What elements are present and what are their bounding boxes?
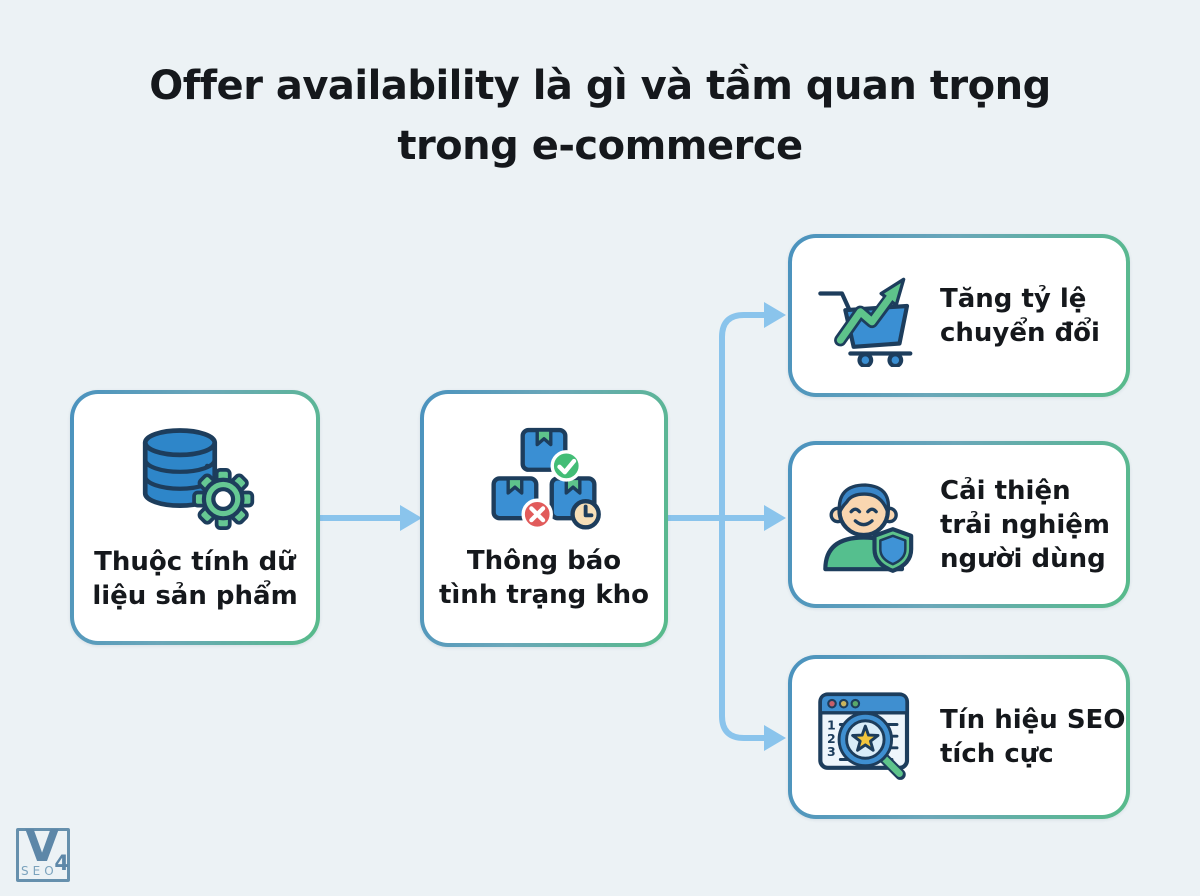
node-label: Thông báo tình trạng kho bbox=[439, 544, 649, 612]
logo-letter: V bbox=[25, 821, 60, 872]
node-label-line: Thông báo bbox=[466, 546, 622, 576]
page-title: Offer availability là gì và tầm quan trọ… bbox=[0, 56, 1200, 176]
node-label: Thuộc tính dữ liệu sản phẩm bbox=[92, 545, 297, 613]
node-label-line: chuyển đổi bbox=[940, 317, 1100, 348]
node-label-line: Cải thiện bbox=[940, 475, 1071, 506]
node-label-line: Thuộc tính dữ bbox=[94, 547, 296, 577]
node-seo-signal: 1 2 3 Tín hiệu SEO tích cực bbox=[788, 655, 1130, 819]
arrow-branch-up bbox=[719, 312, 767, 519]
gear bbox=[192, 468, 255, 531]
svg-text:1: 1 bbox=[827, 718, 836, 733]
svg-text:2: 2 bbox=[827, 731, 836, 746]
node-label-line: liệu sản phẩm bbox=[92, 581, 298, 611]
node-label-line: Tín hiệu SEO bbox=[940, 705, 1126, 735]
node-product-data-attributes: Thuộc tính dữ liệu sản phẩm bbox=[70, 390, 320, 645]
cart-growth-icon bbox=[818, 277, 913, 367]
node-label-line: trải nghiệm bbox=[940, 509, 1111, 540]
node-user-experience: Cải thiện trải nghiệm người dùng bbox=[788, 441, 1130, 608]
node-label: Tăng tỷ lệ chuyển đổi bbox=[940, 282, 1100, 350]
node-label-line: người dùng bbox=[940, 543, 1106, 574]
logo-word: SEO bbox=[21, 864, 58, 878]
arrowhead-2 bbox=[764, 505, 786, 531]
node-label-line: tích cực bbox=[940, 739, 1054, 769]
arrowhead-3 bbox=[764, 302, 786, 328]
node-label: Cải thiện trải nghiệm người dùng bbox=[940, 474, 1110, 576]
database-gear-icon bbox=[142, 428, 255, 531]
check-badge bbox=[550, 450, 583, 482]
arrowhead-4 bbox=[764, 725, 786, 751]
node-label: Tín hiệu SEO tích cực bbox=[940, 703, 1125, 771]
arrow-branch-down bbox=[719, 517, 767, 741]
node-stock-status-notification: Thông báo tình trạng kho bbox=[420, 390, 668, 647]
arrowhead-1 bbox=[400, 505, 422, 531]
seo-search-icon: 1 2 3 bbox=[818, 692, 910, 780]
node-label-line: tình trạng kho bbox=[438, 580, 650, 610]
title-line-2: trong e-commerce bbox=[397, 123, 803, 169]
node-conversion-rate: Tăng tỷ lệ chuyển đổi bbox=[788, 234, 1130, 397]
node-label-line: Tăng tỷ lệ bbox=[940, 283, 1087, 314]
svg-text:3: 3 bbox=[827, 744, 836, 759]
title-line-1: Offer availability là gì và tầm quan trọ… bbox=[149, 63, 1051, 109]
v4seo-logo: V 4 SEO bbox=[16, 822, 70, 882]
user-shield-icon bbox=[823, 482, 914, 573]
inventory-boxes-icon bbox=[491, 427, 601, 530]
logo-number: 4 bbox=[54, 851, 69, 875]
star bbox=[851, 724, 880, 752]
